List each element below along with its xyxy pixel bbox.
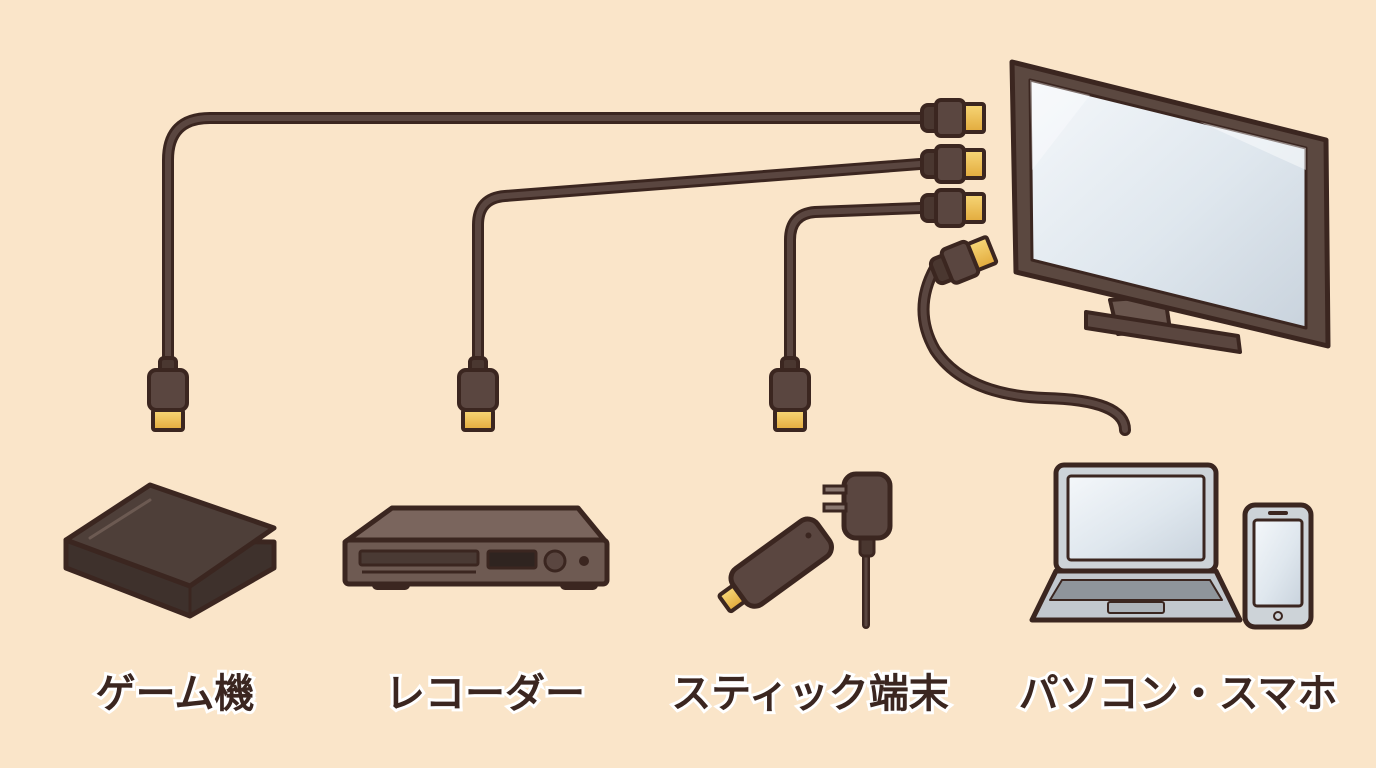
recorder-icon (342, 505, 610, 590)
hdmi-plug-icon (769, 356, 811, 432)
hdmi-plug-icon (920, 98, 986, 138)
hdmi-plug-icon (147, 356, 189, 432)
streaming-stick-icon (717, 471, 893, 629)
hdmi-cables (162, 112, 1131, 436)
smartphone-icon (1242, 502, 1314, 630)
tv-icon (1009, 59, 1331, 354)
label-game-console: ゲーム機 (93, 668, 258, 720)
label-recorder: レコーダー (382, 668, 588, 720)
label-streaming-stick: スティック端末 (668, 668, 952, 720)
hdmi-plug-icon (920, 144, 986, 184)
game-console-icon (63, 482, 277, 619)
laptop-icon (1029, 462, 1243, 623)
hdmi-plug-icon (457, 356, 499, 432)
label-pc-smartphone: パソコン・スマホ (1016, 668, 1341, 720)
hdmi-plug-icon (920, 188, 986, 228)
hdmi-plug-icon (928, 235, 999, 286)
